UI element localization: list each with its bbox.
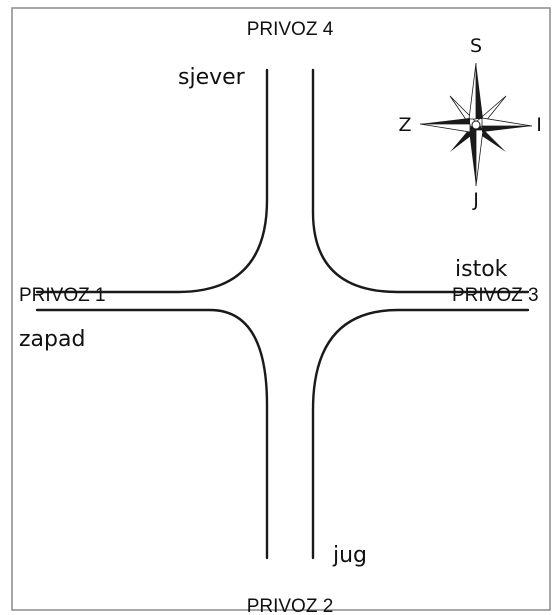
direction-label-west: zapad — [19, 327, 85, 352]
road-edge-south-west — [35, 308, 269, 560]
direction-label-south: jug — [332, 543, 367, 568]
compass-center — [471, 120, 481, 130]
compass-point-west-light — [419, 123, 471, 133]
road-edge-south-east — [311, 308, 530, 560]
compass-letter-north: S — [470, 35, 482, 57]
compass-letter-south: J — [472, 189, 479, 211]
road-edge-north-west — [35, 68, 269, 294]
direction-label-north: sjever — [178, 65, 246, 90]
approach-label-north: PRIVOZ 4 — [247, 19, 334, 40]
compass-point-south-light — [475, 129, 484, 187]
compass-rose-icon — [419, 62, 533, 187]
road-edge-north-east — [311, 68, 530, 294]
approach-label-west: PRIVOZ 1 — [19, 285, 106, 306]
compass-point-east-light — [481, 117, 533, 127]
direction-label-east: istok — [455, 257, 508, 282]
intersection-roads — [35, 68, 530, 560]
approach-label-east: PRIVOZ 3 — [452, 285, 539, 306]
compass-letter-east: I — [536, 114, 542, 136]
approach-label-south: PRIVOZ 2 — [247, 596, 334, 615]
compass-point-north-light — [468, 62, 477, 120]
compass-letter-west: Z — [398, 114, 411, 136]
